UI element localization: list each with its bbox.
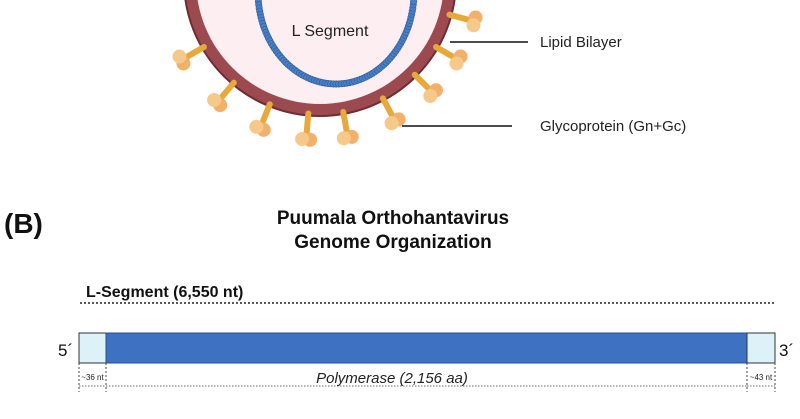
rna-bead xyxy=(410,0,418,6)
l-segment-label: L Segment xyxy=(292,23,369,40)
l-segment-length-label: L-Segment (6,550 nt) xyxy=(86,284,243,301)
glycoprotein-spike xyxy=(336,108,359,146)
five-prime-label: 5´ xyxy=(58,341,73,360)
utr-3-box xyxy=(746,332,776,364)
glycoprotein-spike xyxy=(207,79,237,113)
utr5-length-label: ~36 nt xyxy=(81,373,104,382)
utr-5-box xyxy=(78,332,107,364)
glycoprotein-spike xyxy=(249,101,273,137)
glycoprotein-spike xyxy=(295,110,318,147)
polymerase-orf-label: Polymerase (2,156 aa) xyxy=(316,370,468,387)
virion xyxy=(172,0,483,147)
panel-b-letter: (B) xyxy=(4,208,43,239)
glycoprotein-spike xyxy=(411,71,443,103)
panel-b-title-line1: Puumala Orthohantavirus xyxy=(277,208,509,229)
glycoprotein-label: Glycoprotein (Gn+Gc) xyxy=(540,118,686,135)
lipid-bilayer-label: Lipid Bilayer xyxy=(540,34,622,51)
three-prime-label: 3´ xyxy=(779,341,794,360)
glycoprotein-spike xyxy=(446,10,483,33)
glycoprotein-spike xyxy=(433,44,468,71)
glycoprotein-spike xyxy=(379,95,406,131)
panel-b-title-line2: Genome Organization xyxy=(294,232,491,253)
utr3-length-label: ~43 nt xyxy=(750,373,773,382)
polymerase-orf-bar xyxy=(105,332,748,364)
glycoprotein-spikes xyxy=(172,10,483,147)
rna-strand xyxy=(254,0,418,88)
glycoprotein-spike xyxy=(172,44,207,71)
virion-interior xyxy=(197,0,443,104)
